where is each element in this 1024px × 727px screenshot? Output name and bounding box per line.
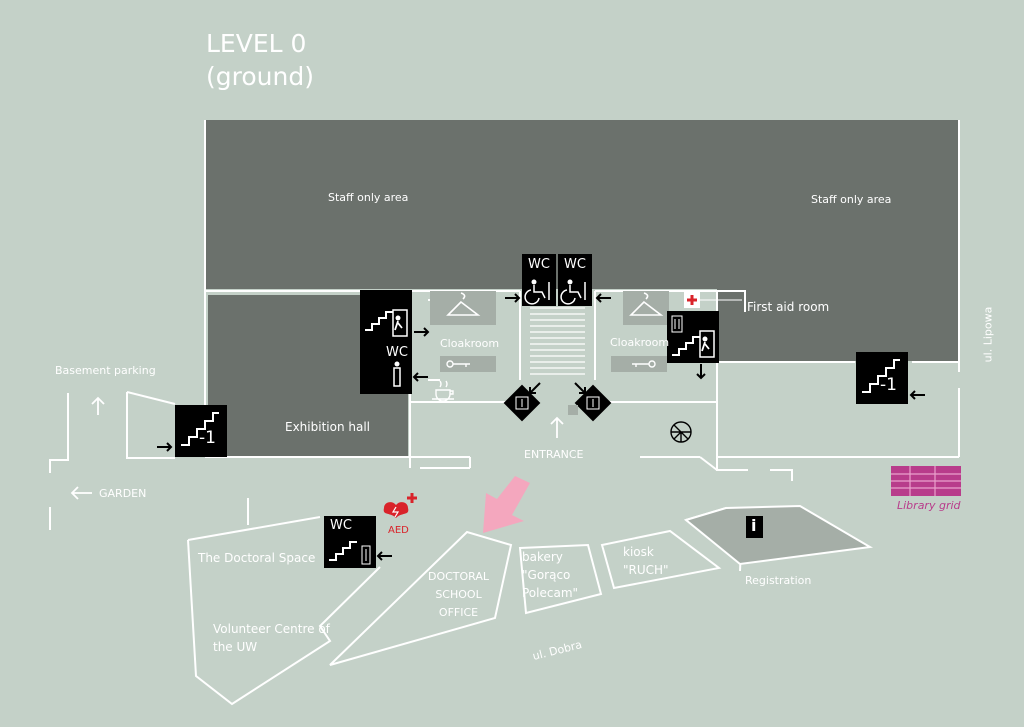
wc-label-left: WC	[386, 345, 408, 360]
exhibition-hall-label: Exhibition hall	[285, 420, 371, 434]
registration-area	[683, 504, 874, 566]
cloakroom-right-area	[623, 291, 669, 325]
elevator-marker	[568, 405, 578, 415]
level-minus-one-label-left: -1	[199, 428, 216, 448]
level-minus-one-label-right: -1	[880, 375, 897, 395]
bakery-label: bakery "Gorąco Polecam"	[522, 550, 579, 600]
evacuation-stairs-icon-left	[360, 290, 412, 342]
wc-label-2: WC	[564, 257, 586, 272]
direction-arrows	[157, 293, 925, 561]
you-are-here-arrow	[483, 476, 530, 533]
staff-area-label-right: Staff only area	[811, 193, 892, 206]
doctoral-space-label: The Doctoral Space	[198, 551, 316, 565]
coffee-icon	[432, 380, 454, 402]
volunteer-centre-label: Volunteer Centre of the UW	[213, 622, 330, 654]
elevator-icon-left	[503, 384, 541, 422]
key-icon	[446, 360, 656, 368]
entrance-label: ENTRANCE	[524, 448, 584, 461]
hanger-icon	[446, 292, 664, 316]
library-grid-icon	[891, 466, 961, 496]
staff-area-label-left: Staff only area	[328, 191, 409, 204]
evacuation-stairs-icon-right	[667, 311, 719, 363]
wc-icon-left	[360, 342, 412, 394]
library-grid-label: Library grid	[897, 499, 961, 512]
wc-accessible-icon-1	[522, 254, 556, 306]
elevator-icon-right	[574, 384, 612, 422]
doctoral-school-office-label: DOCTORAL SCHOOL OFFICE	[428, 570, 490, 619]
white-arrows	[70, 396, 564, 500]
first-aid-room-label: First aid room	[747, 300, 830, 314]
kiosk-label: kiosk "RUCH"	[623, 545, 669, 577]
registration-label: Registration	[745, 574, 812, 587]
outdoor-buildings	[187, 457, 793, 706]
info-icon-box	[746, 516, 763, 538]
wc-accessible-icon-2	[558, 254, 592, 306]
cloakroom-label-right: Cloakroom	[610, 336, 670, 349]
info-icon: i	[751, 516, 757, 535]
spiral-stairs-icon	[670, 421, 692, 443]
wc-label-doctoral: WC	[330, 518, 352, 533]
level-title: LEVEL 0	[206, 29, 307, 58]
garden-label: GARDEN	[99, 487, 147, 500]
staff-area-right-block	[717, 285, 959, 361]
level-subtitle: (ground)	[206, 62, 314, 91]
cloakroom-left-area	[430, 291, 496, 325]
street-lipowa-label: ul. Lipowa	[981, 306, 995, 363]
cloakroom-label-left: Cloakroom	[440, 337, 500, 350]
wc-label-1: WC	[528, 257, 550, 272]
first-aid-icon	[684, 292, 700, 308]
aed-icon	[383, 493, 417, 518]
central-staircase	[530, 307, 585, 375]
aed-label: AED	[388, 525, 409, 536]
basement-parking-label: Basement parking	[55, 364, 156, 377]
wc-stairs-icon-doctoral	[324, 516, 376, 568]
